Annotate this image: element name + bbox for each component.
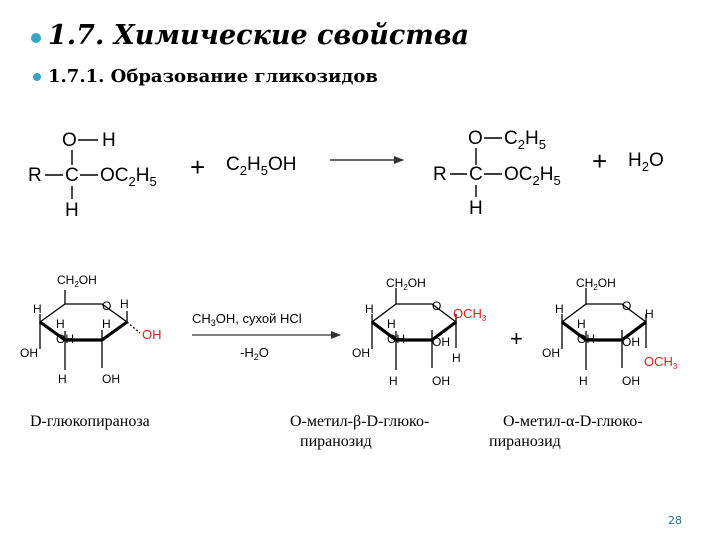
conditions-bottom: -H2O — [240, 345, 269, 362]
atom-c: C — [65, 165, 79, 186]
subscript-2: 2 — [533, 173, 540, 188]
oh-label: OH — [268, 154, 297, 175]
oh-label: OH — [542, 346, 560, 360]
ch2oh-label: CH2OH — [386, 276, 426, 292]
subscript-5: 5 — [539, 137, 546, 152]
atom-h-top: H — [102, 130, 116, 151]
glucopyranose-structure: CH2OH O H OH H OH H H OH H OH — [20, 273, 162, 386]
oc-label: OC — [100, 165, 129, 186]
c-label: C — [226, 154, 240, 175]
atom-o: O — [468, 128, 483, 149]
beta-glucoside-structure: CH2OH O H OH H OH H OH OH OCH3 H — [352, 276, 487, 388]
subscript-2: 2 — [518, 137, 525, 152]
oh-label: OH — [102, 372, 120, 386]
slide-subtitle: 1.7.1. Образование гликозидов — [48, 66, 378, 87]
hemiacetal-reactant: O H R C OC2H5 H — [28, 130, 157, 221]
ch2oh-label: CH2OH — [57, 273, 97, 289]
h-label: H — [365, 302, 374, 316]
plus-sign: + — [190, 152, 205, 182]
oh-label: OH — [432, 374, 450, 388]
svg-text:H2O: H2O — [628, 150, 664, 174]
h-label: H — [628, 150, 642, 171]
oh-label: OH — [622, 335, 640, 349]
h-label: H — [247, 154, 261, 175]
h-label: H — [389, 374, 398, 388]
atom-h-bottom: H — [65, 200, 79, 221]
oh-label: OH — [622, 374, 640, 388]
h-label: H — [645, 307, 654, 321]
h-label: H — [120, 297, 129, 311]
anomeric-oh-label: OH — [142, 327, 162, 342]
page-number: 28 — [668, 514, 682, 527]
c-label: C — [504, 128, 518, 149]
conditions-top: CH3OH, сухой HCl — [192, 311, 302, 328]
h-label: H — [136, 165, 150, 186]
h-label: H — [555, 302, 564, 316]
h-label: H — [577, 317, 586, 331]
subscript-5: 5 — [149, 174, 156, 189]
atom-h-bottom: H — [469, 198, 483, 219]
h-label: H — [525, 128, 539, 149]
subscript-5: 5 — [261, 163, 268, 178]
caption-alpha-line2: пиранозид — [489, 433, 561, 450]
acetal-product: O C2H5 R C OC2H5 H — [433, 128, 561, 219]
bullet-icon — [33, 73, 41, 81]
caption-beta-line1: О-метил-β-D-глюко- — [290, 413, 430, 430]
subscript-2: 2 — [642, 159, 649, 174]
caption-beta-line2: пиранозид — [300, 433, 372, 450]
caption-glucopyranose: D-глюкопираноза — [30, 413, 150, 430]
svg-text:C2H5OH: C2H5OH — [226, 154, 296, 178]
h-label: H — [33, 302, 42, 316]
water-product: H2O — [628, 150, 664, 174]
och3-label: OCH3 — [644, 354, 678, 371]
h-label: H — [452, 351, 461, 365]
subscript-2: 2 — [240, 163, 247, 178]
oc-label: OC — [504, 164, 533, 185]
ring-oxygen: O — [432, 299, 441, 313]
alpha-glucoside-structure: CH2OH O H OH H OH H OH OH H OCH3 — [542, 276, 678, 388]
svg-text:C2H5: C2H5 — [504, 128, 546, 152]
och3-label: OCH3 — [453, 306, 487, 323]
atom-o: O — [62, 130, 77, 151]
h-label: H — [56, 317, 65, 331]
subscript-2: 2 — [129, 174, 136, 189]
oh-label: OH — [432, 335, 450, 349]
oh-label: OH — [352, 346, 370, 360]
h-label: H — [540, 164, 554, 185]
h-label: H — [102, 317, 111, 331]
oh-label: OH — [20, 346, 38, 360]
atom-c: C — [469, 164, 483, 185]
bullet-icon — [31, 33, 41, 43]
atom-r: R — [433, 164, 447, 185]
oh-label: OH — [56, 332, 74, 346]
plus-sign: + — [510, 326, 523, 351]
plus-sign: + — [592, 146, 607, 176]
subscript-5: 5 — [553, 173, 560, 188]
o-label: O — [649, 150, 664, 171]
ring-oxygen: O — [622, 299, 631, 313]
ethanol-reagent: C2H5OH — [226, 154, 296, 178]
ring-oxygen: O — [102, 299, 111, 313]
slide-title: 1.7. Химические свойства — [48, 20, 470, 51]
h-label: H — [387, 317, 396, 331]
svg-text:OC2H5: OC2H5 — [504, 164, 561, 188]
atom-r: R — [28, 165, 42, 186]
ch2oh-label: CH2OH — [576, 276, 616, 292]
oh-label: OH — [577, 332, 595, 346]
svg-text:OC2H5: OC2H5 — [100, 165, 157, 189]
oh-label: OH — [387, 332, 405, 346]
caption-alpha-line1: О-метил-α-D-глюко- — [503, 413, 643, 430]
h-label: H — [58, 372, 67, 386]
h-label: H — [579, 374, 588, 388]
